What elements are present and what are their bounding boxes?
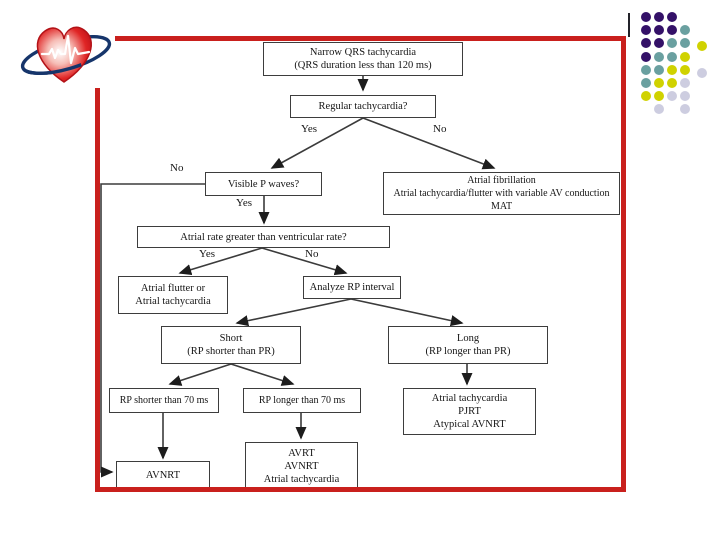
decorative-dot xyxy=(680,78,690,88)
decorative-dot xyxy=(641,25,651,36)
node-text: Narrow QRS tachycardia xyxy=(309,47,417,58)
node-text: (RP shorter than PR) xyxy=(187,346,275,357)
decorative-dot xyxy=(654,38,664,49)
node-text: Atypical AVNRT xyxy=(433,419,506,430)
decorative-dot xyxy=(641,64,651,75)
edge-rp-short xyxy=(235,298,352,327)
node-text: Atrial tachycardia xyxy=(135,296,211,307)
node-visible-p-waves: Visible P waves? xyxy=(205,172,322,196)
decorative-dot xyxy=(667,51,677,62)
decorative-dot xyxy=(667,78,677,88)
node-rp-longer-70ms: RP longer than 70 ms xyxy=(243,388,361,413)
node-text: Short xyxy=(219,333,243,344)
decorative-dot xyxy=(697,41,707,52)
heart-logo xyxy=(18,20,115,88)
node-avnrt: AVNRT xyxy=(116,461,210,489)
ecg-trace xyxy=(40,34,91,65)
node-text: (QRS duration less than 120 ms) xyxy=(294,60,432,71)
decorative-dot xyxy=(641,38,651,49)
node-text: Long xyxy=(456,333,480,344)
node-text: PJRT xyxy=(458,406,481,417)
decorative-dot xyxy=(680,51,690,62)
node-analyze-rp-interval: Analyze RP interval xyxy=(303,276,401,299)
decorative-dot xyxy=(697,67,707,78)
decorative-dot xyxy=(667,38,677,49)
decorative-dot xyxy=(667,12,677,22)
decorative-dot xyxy=(680,25,690,36)
decorative-dot xyxy=(654,104,664,115)
edge-short-70more xyxy=(230,363,295,386)
decorative-dot xyxy=(654,51,664,62)
node-text: (RP longer than PR) xyxy=(425,346,511,357)
node-text: Atrial flutter or xyxy=(140,283,206,294)
edge-regular-yes xyxy=(270,117,364,169)
edge-rate-no xyxy=(261,247,348,276)
node-atrial-flutter: Atrial flutter or Atrial tachycardia xyxy=(118,276,228,314)
node-text: RP shorter than 70 ms xyxy=(119,395,209,406)
node-short-rp: Short (RP shorter than PR) xyxy=(161,326,301,364)
edge-regular-no xyxy=(362,117,496,170)
edge-pwaves-no-path xyxy=(100,183,205,478)
decorative-dot xyxy=(667,25,677,36)
node-regular-tachycardia: Regular tachycardia? xyxy=(290,95,436,118)
node-text: Atrial tachycardia xyxy=(263,473,340,485)
decorative-dot xyxy=(667,64,677,75)
decorative-dot xyxy=(641,91,651,102)
decorative-dot xyxy=(680,64,690,75)
edge-rp-long xyxy=(350,298,464,327)
edge-label-pwaves-no: No xyxy=(170,162,184,174)
decorative-dot xyxy=(654,64,664,75)
node-text: Atrial rate greater than ventricular rat… xyxy=(180,231,347,243)
node-atrial-fibrillation: Atrial fibrillation Atrial tachycardia/f… xyxy=(383,172,620,215)
node-text: AVRT xyxy=(288,447,315,459)
edge-label-rate-no: No xyxy=(305,248,319,260)
node-text: Atrial fibrillation xyxy=(467,175,536,186)
edge-label-rate-yes: Yes xyxy=(199,248,216,260)
node-text: MAT xyxy=(490,201,513,212)
node-text: Atrial tachycardia xyxy=(431,393,508,404)
decorative-dot xyxy=(641,12,651,22)
node-long-rp: Long (RP longer than PR) xyxy=(388,326,548,364)
decorative-dot xyxy=(641,51,651,62)
dot-pattern-decoration xyxy=(641,12,716,122)
edge-rate-yes xyxy=(178,247,263,276)
decorative-dot xyxy=(654,78,664,88)
decorative-dot xyxy=(654,91,664,102)
node-narrow-qrs-tachycardia: Narrow QRS tachycardia (QRS duration les… xyxy=(263,42,463,76)
decorative-dot xyxy=(667,91,677,102)
decorative-dot xyxy=(680,38,690,49)
decorative-dot xyxy=(654,25,664,36)
node-text: Regular tachycardia? xyxy=(318,101,408,112)
node-text: AVNRT xyxy=(145,469,181,481)
edge-label-regular-yes: Yes xyxy=(301,123,318,135)
node-text: Visible P waves? xyxy=(227,178,300,190)
edge-label-regular-no: No xyxy=(433,123,447,135)
edge-label-pwaves-yes: Yes xyxy=(236,197,253,209)
node-text: Analyze RP interval xyxy=(309,282,395,293)
decorative-dot xyxy=(641,78,651,88)
node-text: AVNRT xyxy=(284,460,319,472)
node-avrt-avnrt-atrial-tach: AVRT AVNRT Atrial tachycardia xyxy=(245,442,358,490)
decorative-dot xyxy=(654,12,664,22)
heart-ecg-logo-graphic xyxy=(20,26,112,83)
frame-corner-tick xyxy=(628,13,630,37)
node-rp-shorter-70ms: RP shorter than 70 ms xyxy=(109,388,219,413)
node-atrial-tach-pjrt: Atrial tachycardia PJRT Atypical AVNRT xyxy=(403,388,536,435)
node-atrial-rate-question: Atrial rate greater than ventricular rat… xyxy=(137,226,390,248)
node-text: RP longer than 70 ms xyxy=(258,395,346,406)
decorative-dot xyxy=(680,104,690,115)
edge-short-70less xyxy=(168,363,232,386)
node-text: Atrial tachycardia/flutter with variable… xyxy=(393,188,610,199)
decorative-dot xyxy=(680,91,690,102)
